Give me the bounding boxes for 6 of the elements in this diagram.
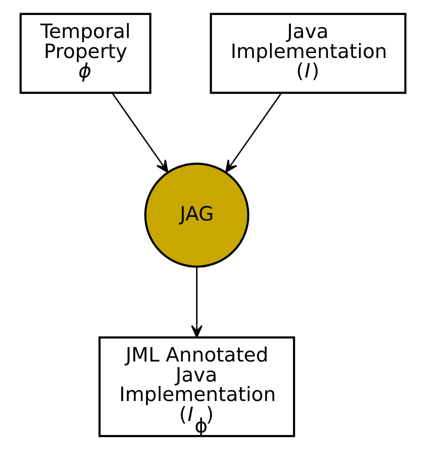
arrow [190, 267, 202, 338]
node-box: Java Implementation (I) [209, 12, 406, 94]
node-box: Temporal Property ϕ [19, 12, 151, 94]
node-circle: JAG [144, 162, 249, 268]
arrow [111, 92, 168, 173]
arrow [224, 92, 282, 173]
